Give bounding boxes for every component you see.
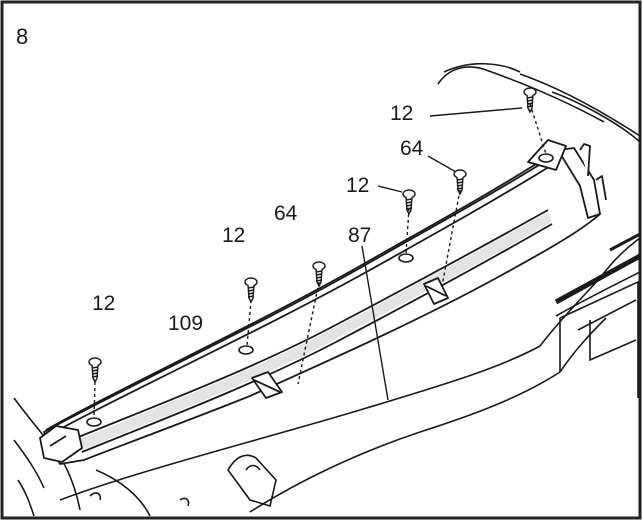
callout-screw-12: 12: [222, 224, 245, 247]
screw: [402, 189, 416, 216]
callout-screw-12: 12: [390, 102, 413, 125]
screw-hole: [538, 153, 554, 163]
screw-hole: [398, 253, 414, 263]
machine-housing: [13, 62, 642, 517]
dashed-line: [529, 103, 547, 155]
callout-part-109: 109: [168, 312, 203, 335]
screw-hole: [86, 417, 102, 427]
screw-hole: [238, 345, 254, 355]
screw-holes: [86, 153, 554, 427]
screw: [312, 261, 326, 288]
screw: [453, 169, 467, 196]
dashed-line: [441, 189, 461, 287]
screws: [88, 87, 537, 384]
dashed-line: [93, 381, 96, 419]
leader-line: [377, 185, 403, 193]
leader-lines: [361, 107, 523, 401]
leader-line: [429, 107, 523, 117]
callout-screw-12: 12: [92, 292, 115, 315]
callout-screw-64: 64: [400, 137, 424, 160]
insertion-lines: [93, 103, 547, 419]
leader-line: [361, 245, 389, 401]
callout-screw-12: 12: [346, 174, 369, 197]
dashed-line: [246, 299, 252, 347]
dashed-line: [405, 207, 410, 255]
trim-bar: [39, 139, 607, 465]
step-number: 8: [16, 24, 28, 49]
screw: [523, 87, 537, 114]
callout-screw-64: 64: [274, 202, 298, 225]
dashed-line: [297, 281, 320, 385]
callout-part-87: 87: [348, 224, 371, 247]
leader-line: [427, 155, 457, 173]
